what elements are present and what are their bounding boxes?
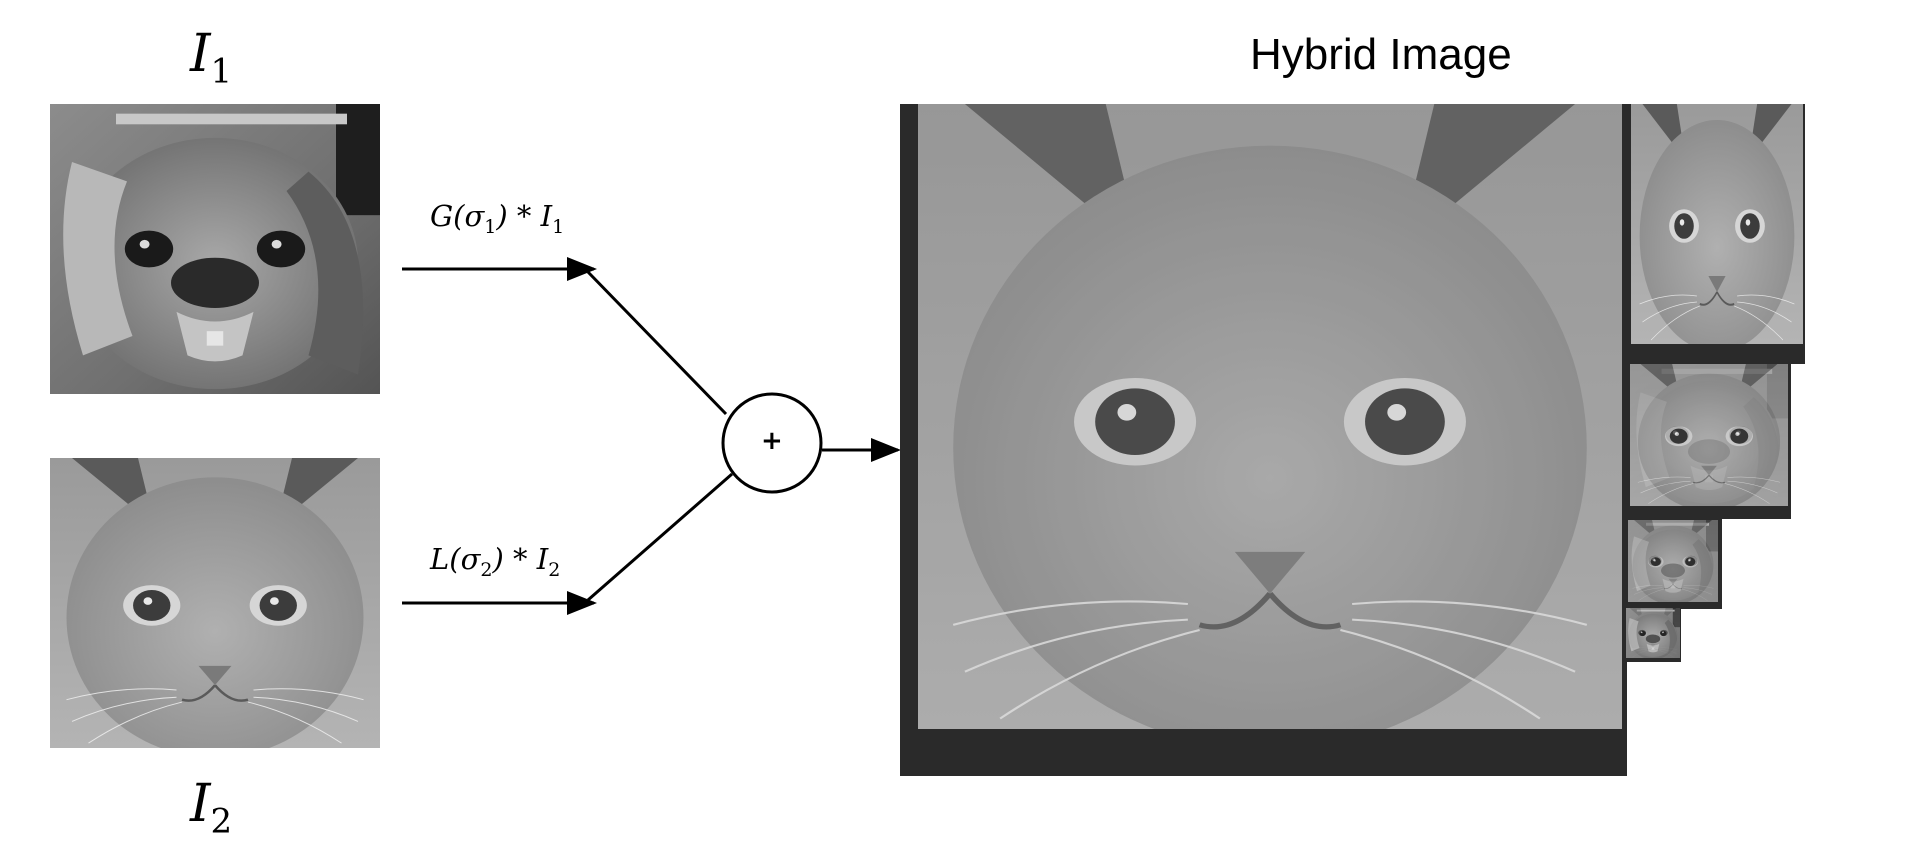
hybrid-image-level-5: [1625, 607, 1681, 662]
highpass-image: I: [536, 542, 549, 576]
i1-subscript: 1: [210, 51, 233, 92]
edge-label-lowpass: G(σ1) * I1: [430, 202, 564, 237]
input-image-dog: [50, 104, 380, 394]
hybrid-image-large: [900, 104, 1627, 776]
input-label-i1: I1: [190, 28, 232, 88]
highpass-func: L(: [430, 542, 461, 576]
lowpass-sigma-sub: 1: [484, 215, 497, 238]
highpass-to-sum-line: [587, 472, 733, 602]
sum-node: [721, 392, 823, 494]
hybrid-image-level-2: [1627, 104, 1805, 364]
lowpass-to-sum-line: [586, 270, 728, 416]
highpass-image-sub: 2: [548, 558, 561, 581]
highpass-sigma-sub: 2: [480, 558, 493, 581]
input-image-cat: [50, 458, 380, 748]
highpass-conv: ) *: [492, 542, 537, 576]
sum-operator-symbol: +: [761, 426, 783, 456]
i2-symbol: I: [190, 774, 211, 834]
lowpass-conv: ) *: [496, 199, 541, 233]
i1-symbol: I: [190, 24, 211, 84]
lowpass-image: I: [540, 199, 553, 233]
lowpass-image-sub: 1: [552, 215, 565, 238]
lowpass-func: G(: [430, 199, 465, 233]
highpass-sigma: σ: [460, 542, 481, 576]
i2-subscript: 2: [210, 801, 233, 842]
input-label-i2: I2: [190, 778, 232, 838]
hybrid-image-level-4: [1627, 518, 1722, 609]
output-title: Hybrid Image: [1250, 30, 1512, 79]
edge-label-highpass: L(σ2) * I2: [430, 545, 560, 580]
lowpass-sigma: σ: [464, 199, 485, 233]
hybrid-image-level-3: [1627, 362, 1791, 519]
